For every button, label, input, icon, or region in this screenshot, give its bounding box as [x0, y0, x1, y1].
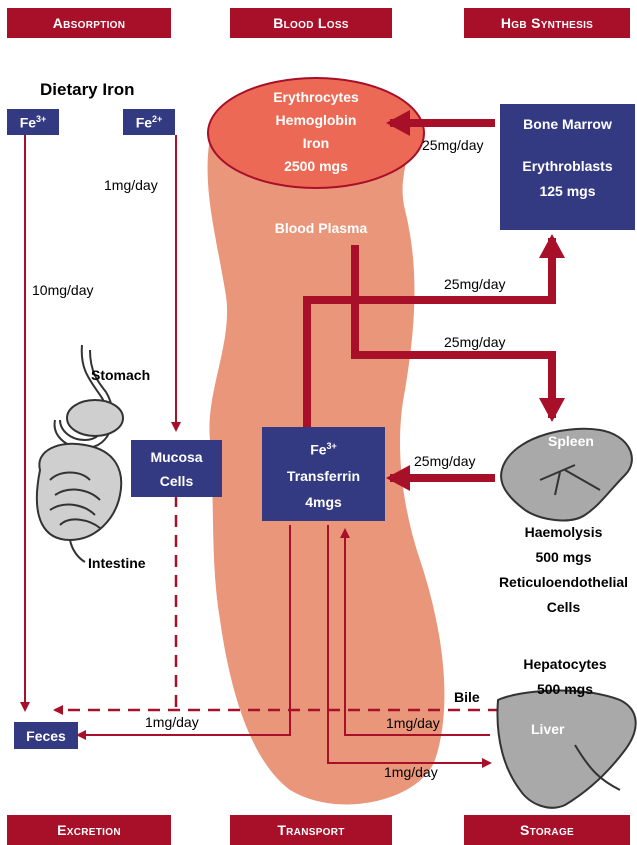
haemolysis-label: Haemolysis 500 mgs Reticuloendothelial C…: [490, 520, 637, 620]
to-feces-rate: 1mg/day: [145, 714, 199, 730]
fe3-excreted-rate: 10mg/day: [32, 282, 93, 298]
hepatocytes-label: Hepatocytes 500 mgs: [505, 652, 625, 702]
dietary-iron-label: Dietary Iron: [40, 80, 134, 100]
spleen-to-transferrin-rate: 25mg/day: [414, 453, 475, 469]
feces-box: Feces: [14, 722, 78, 749]
fe2-intake-rate: 1mg/day: [104, 177, 158, 193]
liver-illustration: [497, 691, 635, 808]
stomach-label: Stomach: [91, 367, 150, 383]
plasma-to-spleen-rate: 25mg/day: [444, 334, 505, 350]
transferrin-box: Fe3+ Transferrin 4mgs: [262, 427, 385, 521]
intestine-label: Intestine: [88, 555, 146, 571]
marrow-to-rbc-rate: 25mg/day: [422, 137, 483, 153]
spleen-label: Spleen: [548, 433, 594, 449]
erythrocytes-label: Erythrocytes Hemoglobin Iron 2500 mgs: [216, 86, 416, 178]
mucosa-cells-box: Mucosa Cells: [131, 440, 222, 497]
blood-plasma-label: Blood Plasma: [256, 220, 386, 236]
bile-label: Bile: [454, 689, 480, 705]
liver-out-rate: 1mg/day: [384, 764, 438, 780]
bone-marrow-box: Bone Marrow Erythroblasts 125 mgs: [500, 104, 635, 230]
fe2-box: Fe2+: [123, 109, 175, 135]
liver-label: Liver: [531, 721, 564, 737]
fe3-box: Fe3+: [7, 109, 59, 135]
plasma-to-marrow-rate: 25mg/day: [444, 276, 505, 292]
liver-in-rate: 1mg/day: [386, 715, 440, 731]
